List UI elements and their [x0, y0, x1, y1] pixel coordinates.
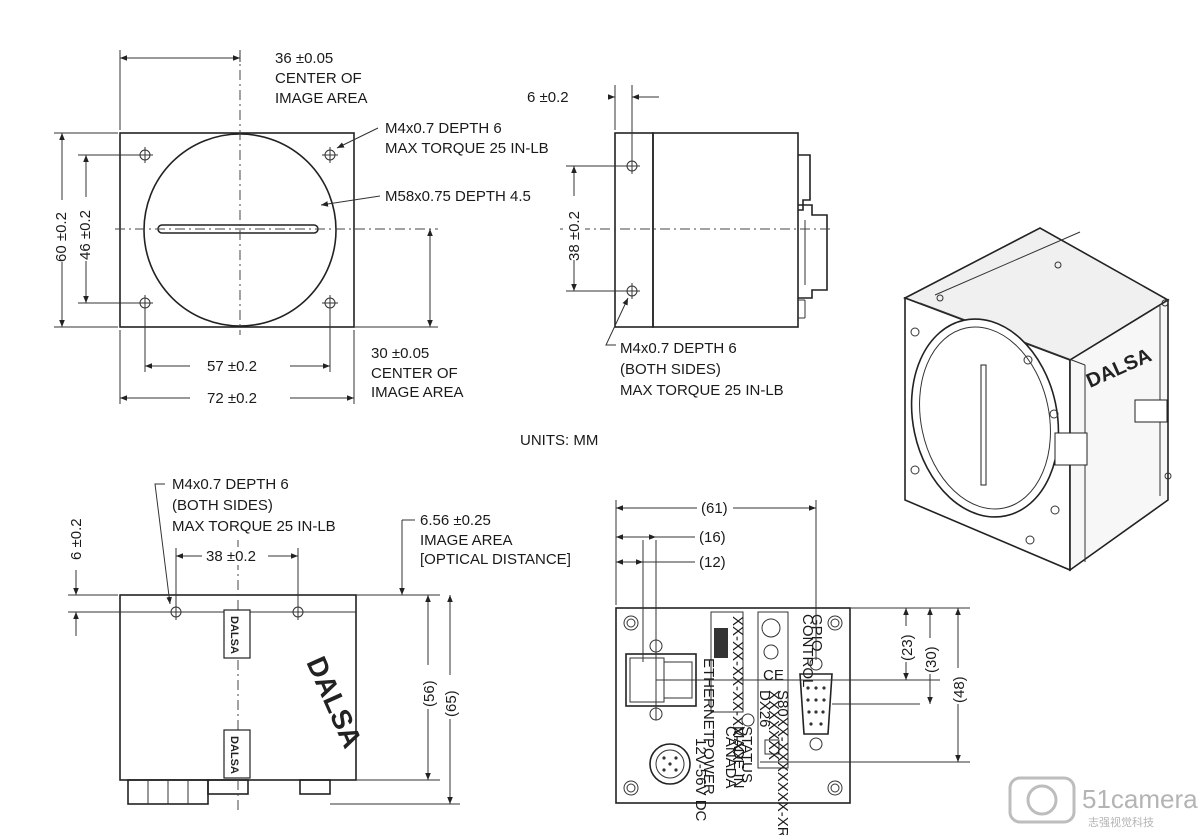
isometric-view: DALSA	[903, 227, 1172, 572]
front-dim-30-label: 30 ±0.05	[371, 345, 429, 362]
top-note-3: MAX TORQUE 25 IN-LB	[172, 518, 336, 535]
front-dim-46-label: 46 ±0.2	[77, 210, 94, 260]
front-dim-57-label: 57 ±0.2	[207, 358, 257, 375]
rear-model-2: XXXXXXX	[765, 690, 782, 760]
front-dim-30-label-3: IMAGE AREA	[371, 384, 464, 401]
side-dim-38-label: 38 ±0.2	[566, 211, 583, 261]
top-dim-38-label: 38 ±0.2	[206, 548, 256, 565]
rear-made-label-2: CANADA	[722, 726, 739, 789]
side-mount-hole	[624, 158, 640, 174]
side-connector-lower	[798, 204, 828, 299]
top-main-logo: DALSA	[301, 652, 369, 753]
mount-hole	[137, 147, 153, 163]
rear-dim-30-label: (30)	[923, 646, 940, 673]
rear-corner-hole	[827, 780, 843, 796]
leader-top-holes	[154, 483, 172, 605]
side-view: 6 ±0.2 38 ±0.2 M4x0.7 DEPTH 6 (BOTH SIDE…	[527, 85, 830, 399]
side-note-3: MAX TORQUE 25 IN-LB	[620, 382, 784, 399]
front-note-holes-2: MAX TORQUE 25 IN-LB	[385, 140, 549, 157]
rear-corner-hole	[623, 780, 639, 796]
leader-holes	[336, 127, 379, 149]
watermark-brand: 51camera	[1082, 784, 1198, 814]
top-dim-65-label: (65)	[443, 690, 460, 717]
front-dim-36-label-2: CENTER OF	[275, 70, 362, 87]
front-view: 36 ±0.05 CENTER OF IMAGE AREA M4x0.7 DEP…	[48, 50, 549, 407]
side-mount-hole	[624, 283, 640, 299]
ethernet-label-plate	[710, 611, 744, 713]
rear-body-outline	[615, 607, 851, 804]
rear-dim-12-label: (12)	[699, 554, 726, 571]
mount-hole	[322, 295, 338, 311]
rear-view: XX-XX-XX-XX-XX-XX ETHERNET CE S80XX-XXXX…	[615, 498, 970, 835]
top-mount-hole	[168, 604, 184, 620]
rear-corner-hole	[623, 615, 639, 631]
rear-info-plate	[757, 611, 789, 769]
power-connector	[649, 743, 691, 785]
rear-power-label-2: 12V-56V DC	[692, 738, 709, 822]
top-optical-1: 6.56 ±0.25	[420, 512, 491, 529]
front-dim-72-label: 72 ±0.2	[207, 390, 257, 407]
rear-ce-label: CE	[763, 667, 784, 684]
side-connector-upper	[798, 154, 811, 211]
top-dim-6-label: 6 ±0.2	[68, 518, 85, 560]
watermark: 51camera 志强视觉科技	[1008, 776, 1198, 829]
top-note-1: M4x0.7 DEPTH 6	[172, 476, 289, 493]
top-small-logo: DALSA	[228, 736, 240, 774]
top-optical-2: IMAGE AREA	[420, 532, 513, 549]
rear-dim-23-label: (23)	[899, 634, 916, 661]
rear-dim-48-label: (48)	[951, 676, 968, 703]
gpio-connector	[799, 673, 833, 735]
top-dim-56-label: (56)	[421, 680, 438, 707]
front-dim-60-label: 60 ±0.2	[53, 212, 70, 262]
front-dim-36-label-3: IMAGE AREA	[275, 90, 368, 107]
rear-power-label-1: POWER	[700, 738, 717, 795]
top-label-plate	[223, 729, 251, 779]
watermark-sub: 志强视觉科技	[1088, 815, 1154, 829]
rear-dim-16-label: (16)	[699, 529, 726, 546]
mount-hole	[322, 147, 338, 163]
front-dim-36-label: 36 ±0.05	[275, 50, 333, 67]
rear-status-label: STATUS	[738, 726, 755, 783]
top-label-plate	[223, 609, 251, 659]
side-note-1: M4x0.7 DEPTH 6	[620, 340, 737, 357]
iso-sensor-slit	[980, 364, 987, 486]
units-note: UNITS: MM	[520, 432, 598, 449]
front-dim-30-label-2: CENTER OF	[371, 365, 458, 382]
rear-control-label: CONTROL	[799, 614, 816, 687]
top-view: DALSA DALSA DALSA M4x0.7 DEPTH 6 (BOTH S…	[68, 476, 571, 810]
side-note-2: (BOTH SIDES)	[620, 361, 721, 378]
front-note-thread: M58x0.75 DEPTH 4.5	[385, 188, 531, 205]
top-optical-3: [OPTICAL DISTANCE]	[420, 551, 571, 568]
rear-corner-hole	[827, 615, 843, 631]
camera-icon	[1008, 776, 1076, 824]
rear-dim-61-label: (61)	[701, 500, 728, 517]
side-dim-6-label: 6 ±0.2	[527, 89, 569, 106]
rear-made-label-1: MADE IN	[730, 726, 747, 789]
rear-serial-label: XX-XX-XX-XX-XX-XX	[729, 616, 746, 761]
top-small-logo: DALSA	[228, 616, 240, 654]
front-body-outline	[119, 132, 355, 328]
top-mount-hole	[290, 604, 306, 620]
status-led	[741, 713, 755, 727]
leader-side-holes	[605, 297, 629, 346]
leader-thread	[320, 195, 381, 207]
top-note-2: (BOTH SIDES)	[172, 497, 273, 514]
rear-model-3: DX26	[756, 690, 773, 728]
mount-hole	[137, 295, 153, 311]
iso-side-face	[1069, 298, 1169, 572]
side-front-plate	[614, 132, 654, 328]
front-note-holes-1: M4x0.7 DEPTH 6	[385, 120, 502, 137]
side-body	[652, 132, 799, 328]
rear-ethernet-label: ETHERNET	[700, 658, 717, 739]
